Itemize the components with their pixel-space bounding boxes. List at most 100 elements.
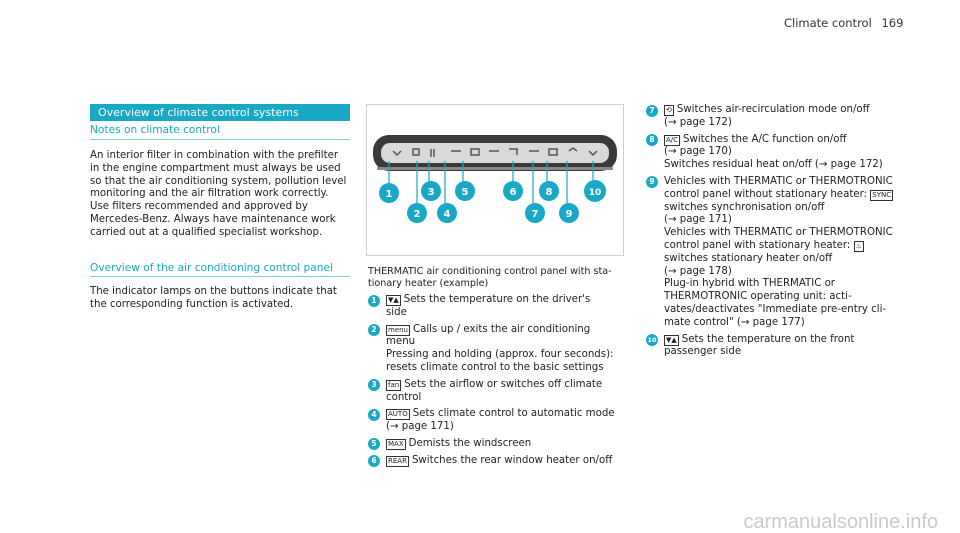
item-text: THERMOTRONIC operating unit: acti- [664,291,852,303]
divider [90,139,350,140]
caption-line: tionary heater (example) [368,278,489,289]
menu-icon: menu [386,324,410,336]
item-text: Pressing and holding (approx. four secon… [386,349,614,361]
panel-face [381,143,609,163]
callout-9: 9 [559,203,579,223]
item-text: control panel with stationary heater: [664,239,851,251]
text-line: the corresponding function is activated. [90,298,294,310]
notes-heading: Notes on climate control [90,124,220,136]
item-text: Switches air-recirculation mode on/off [676,104,870,115]
list-item: 9 Vehicles with THERMATIC or THERMOTRONI… [646,176,908,330]
page-link[interactable]: (→ page 178) [664,265,732,277]
right-item-list: 7 ⟲Switches air-recirculation mode on/of… [646,104,908,359]
item-text: Switches the A/C function on/off [683,133,847,145]
callout-5: 5 [455,181,475,201]
svg-text:5: 5 [462,187,469,198]
item-text: Switches the rear window heater on/off [411,454,613,466]
page-number: 169 [881,16,904,30]
item-number: 4 [368,408,380,421]
text-line: so that the air conditioning system, pol… [90,175,347,187]
item-text: switches synchronisation on/off [664,201,825,213]
svg-text:8: 8 [546,187,553,198]
item-text: Vehicles with THERMATIC or THERMOTRONIC [664,227,893,239]
item-text: mate control" (→ page 177) [664,316,805,328]
divider [90,276,350,277]
item-text: Sets climate control to automatic mode [412,408,615,420]
list-item: 7 ⟲Switches air-recirculation mode on/of… [646,104,908,130]
section-title: Climate control [784,16,872,30]
item-number: 8 [646,134,658,147]
item-text: vates/deactivates "Immediate pre-entry c… [664,303,887,315]
watermark: carmanualsonline.info [743,511,938,533]
item-number: 3 [368,379,380,392]
item-text: Plug-in hybrid with THERMATIC or [664,278,835,290]
item-text: menu [386,336,416,348]
rear-defrost-icon: REAR [386,455,409,467]
callout-lines [388,161,594,207]
page-link[interactable]: (→ page 171) [386,421,454,433]
item-number: 10 [646,334,658,347]
temperature-icon: ▼▲ [386,295,401,306]
stationary-heater-icon: ♨ [853,240,864,252]
item-text: control panel without stationary heater: [664,188,868,200]
item-number: 6 [368,455,380,468]
callout-7: 7 [525,203,545,223]
text-line: carried out at a qualified specialist wo… [90,226,323,238]
item-text: Calls up / exits the air conditioning [413,323,591,335]
item-number: 9 [646,176,658,189]
ac-icon: A/C [664,134,681,146]
sync-icon: SYNC [870,189,894,201]
item-number: 1 [368,294,380,307]
item-number: 7 [646,104,658,117]
item-text: control [386,391,422,403]
page-link[interactable]: (→ page 171) [664,214,732,226]
callout-4: 4 [437,203,457,223]
item-text: Sets the temperature on the front [681,333,855,345]
item-text: Demists the windscreen [408,437,532,449]
recirculation-icon: ⟲ [664,105,674,116]
text-line: in the engine compartment must always be… [90,162,341,174]
item-text: resets climate control to the basic sett… [386,361,604,373]
notes-paragraph: An interior filter in combination with t… [90,150,352,240]
callout-6: 6 [503,181,523,201]
control-panel-illustration: 1 2 3 4 5 6 7 8 9 10 [373,135,617,223]
caption-line: THERMATIC air conditioning control panel… [368,266,612,277]
item-text: side [386,306,407,318]
page-link[interactable]: (→ page 172) [664,116,732,128]
figure-caption: THERMATIC air conditioning control panel… [368,266,612,290]
item-number: 5 [368,438,380,451]
svg-text:7: 7 [532,209,539,220]
page-link[interactable]: (→ page 170) [664,146,732,158]
svg-text:6: 6 [510,187,517,198]
section-bar: Overview of climate control systems [90,104,350,121]
item-text: Vehicles with THERMATIC or THERMOTRONIC [664,175,893,187]
svg-text:1: 1 [386,189,393,200]
item-text: passenger side [664,346,742,358]
temperature-icon: ▼▲ [664,334,679,346]
svg-text:3: 3 [428,187,435,198]
mid-item-list: 1 ▼▲Sets the temperature on the driver's… [368,294,630,468]
overview-paragraph: The indicator lamps on the buttons indic… [90,286,352,312]
page-header: Climate control 169 [784,17,903,30]
text-line: The indicator lamps on the buttons indic… [90,286,337,297]
list-item: 10 ▼▲Sets the temperature on the front p… [646,334,908,360]
panel-button-icons [392,147,598,157]
list-item: 1 ▼▲Sets the temperature on the driver's… [368,294,630,320]
callout-3: 3 [421,181,441,201]
overview-heading: Overview of the air conditioning control… [90,262,333,274]
panel-lip [377,167,613,170]
svg-text:4: 4 [444,209,451,220]
airflow-icon: fan [386,379,402,391]
svg-text:9: 9 [566,209,573,220]
item-text: Sets the airflow or switches off climate [404,378,603,390]
callout-8: 8 [539,181,559,201]
defrost-max-icon: MAX [386,438,406,450]
text-line: Use filters recommended and approved by [90,201,308,213]
item-text: switches stationary heater on/off [664,252,833,264]
auto-icon: AUTO [386,409,410,421]
